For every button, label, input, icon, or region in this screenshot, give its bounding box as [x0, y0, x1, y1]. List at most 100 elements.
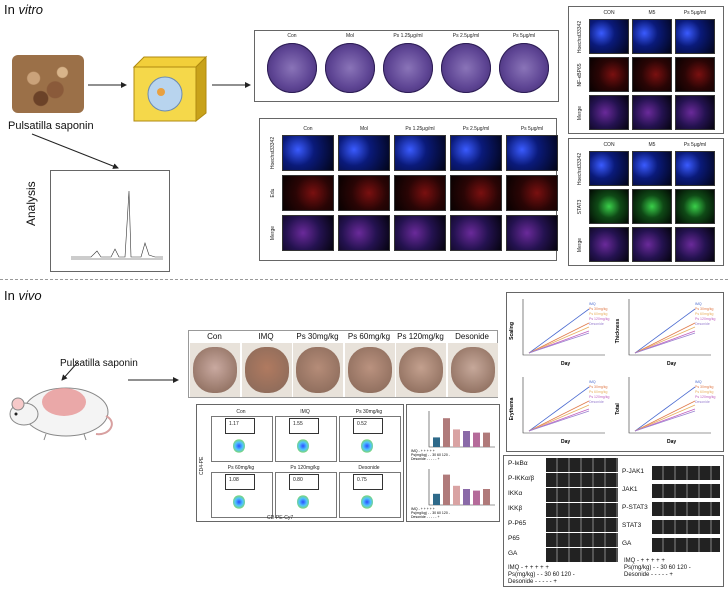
cell-culture-icon — [130, 55, 208, 123]
in-vitro-title: In vitro — [4, 2, 44, 17]
flow-gate — [353, 474, 383, 490]
grid-row-label: NF-κBP65 — [577, 62, 583, 87]
grid-col-label: CON — [603, 10, 615, 16]
flow-value: 0.80 — [293, 477, 303, 483]
bar-table-row: Ps(mg/kg) - - 30 60 120 - — [411, 511, 451, 515]
flow-label: Con — [236, 409, 246, 415]
skin-label: Con — [207, 332, 222, 341]
wb-band — [652, 466, 720, 480]
bar — [433, 493, 440, 505]
grid-cell — [506, 175, 558, 211]
svg-text:Desonide: Desonide — [589, 400, 604, 404]
flow-density — [233, 495, 245, 509]
flow-value: 1.55 — [293, 421, 303, 427]
flow-label: Desonide — [358, 465, 380, 471]
grid-cell — [282, 175, 334, 211]
svg-text:Day: Day — [561, 361, 570, 367]
wb-band — [652, 520, 720, 534]
grid-col-label: M5 — [648, 10, 656, 16]
grid-cell — [589, 19, 629, 54]
svg-text:Ps 60mg/kg: Ps 60mg/kg — [589, 390, 608, 394]
wb-label-right: JAK1 — [622, 486, 638, 493]
grid-cell — [675, 227, 715, 262]
wb-band — [546, 488, 618, 502]
svg-text:Desonide: Desonide — [589, 322, 604, 326]
flow-value: 0.75 — [357, 477, 367, 483]
bar-table-row: Desonide - - - - - + — [411, 515, 440, 519]
grid-cell — [675, 95, 715, 130]
grid-cell — [338, 215, 390, 251]
bar-table-row: Ps(mg/kg) - - 30 60 120 - — [411, 453, 451, 457]
grid-cell — [394, 215, 446, 251]
grid-col-label: Ps 2.5μg/ml — [462, 126, 490, 132]
wb-label-left: P-IκBα — [508, 460, 528, 467]
svg-text:Day: Day — [561, 439, 570, 445]
wb-table-right-row: Desonide - - - - - + — [624, 572, 673, 578]
svg-text:Day: Day — [667, 439, 676, 445]
svg-text:Ps 30mg/kg: Ps 30mg/kg — [589, 307, 608, 311]
svg-text:Ps 60mg/kg: Ps 60mg/kg — [695, 312, 714, 316]
bar — [463, 489, 470, 505]
wb-band — [652, 484, 720, 498]
colony-dish — [383, 43, 433, 93]
wb-table-right-row: IMQ - + + + + + — [624, 558, 665, 564]
svg-text:Ps 60mg/kg: Ps 60mg/kg — [589, 312, 608, 316]
flow-gate — [289, 474, 319, 490]
bar — [433, 437, 440, 447]
grid-cell — [282, 215, 334, 251]
flow-axis-y: CD4-PE — [199, 456, 205, 475]
skin-photo — [296, 347, 340, 393]
wb-table-left-row: Desonide - - - - - + — [508, 579, 557, 585]
bar-panel: IMQ - + + + + +Ps(mg/kg) - - 30 60 120 -… — [406, 404, 500, 522]
wb-table-left-row: Ps(mg/kg) - - 30 60 120 - — [508, 572, 575, 578]
grid-cell — [675, 57, 715, 92]
bar — [453, 429, 460, 447]
wb-band — [652, 538, 720, 552]
bar-table-row: IMQ - + + + + + — [411, 507, 435, 511]
grid-col-label: Ps 5μg/ml — [683, 10, 707, 16]
wb-band — [546, 533, 618, 547]
grid-row-label: Merge — [577, 105, 583, 120]
grid-col-label: M5 — [648, 142, 656, 148]
svg-text:Ps 30mg/kg: Ps 30mg/kg — [695, 307, 714, 311]
grid-cell — [450, 175, 502, 211]
svg-text:Total: Total — [615, 403, 621, 415]
grid-col-label: CON — [603, 142, 615, 148]
flow-density — [361, 439, 373, 453]
bar — [453, 485, 460, 505]
wb-label-left: IKKα — [508, 490, 523, 497]
colony-dish — [441, 43, 491, 93]
analysis-label: Analysis — [24, 181, 38, 226]
grid-cell — [394, 175, 446, 211]
skin-photo — [399, 347, 443, 393]
svg-text:Thickness: Thickness — [615, 319, 621, 344]
bar — [473, 490, 480, 505]
svg-text:IMQ: IMQ — [695, 380, 702, 384]
svg-text:IMQ: IMQ — [589, 380, 596, 384]
grid-row-label: Merge — [577, 237, 583, 252]
grid-row-label: Edu — [270, 188, 276, 198]
wb-table-left-row: IMQ - + + + + + — [508, 565, 549, 571]
grid-col-label: Con — [303, 126, 313, 132]
svg-text:Erythema: Erythema — [509, 397, 515, 420]
svg-text:Ps 60mg/kg: Ps 60mg/kg — [695, 390, 714, 394]
flow-gate — [225, 474, 255, 490]
svg-text:Ps 30mg/kg: Ps 30mg/kg — [589, 385, 608, 389]
colony-dish — [325, 43, 375, 93]
grid-col-label: Mol — [359, 126, 369, 132]
wb-label-right: STAT3 — [622, 522, 642, 529]
in-vivo-title: In vivo — [4, 288, 42, 303]
wb-label-left: P-IKKα/β — [508, 475, 535, 482]
svg-text:Ps 30mg/kg: Ps 30mg/kg — [695, 385, 714, 389]
chromatogram-panel — [50, 170, 170, 272]
grid-cell — [394, 135, 446, 171]
